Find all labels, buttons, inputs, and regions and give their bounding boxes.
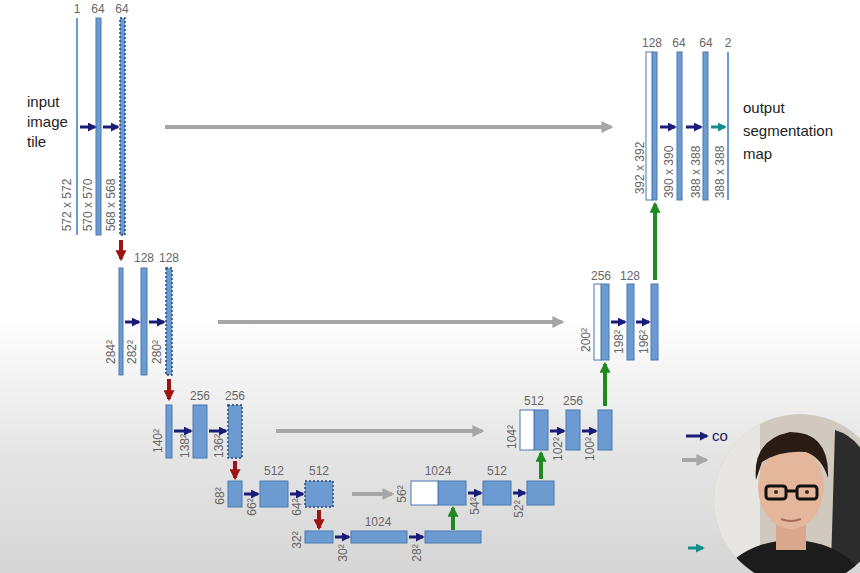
size-label: 28² xyxy=(411,544,424,561)
conv-arrows xyxy=(80,127,707,537)
size-label: 138² xyxy=(179,434,192,458)
channel-count: 2 xyxy=(725,37,732,50)
caption-label: input image tile xyxy=(27,92,73,152)
size-label: 390 x 390 xyxy=(663,146,676,199)
size-label: 64² xyxy=(291,498,304,515)
channel-count: 256 xyxy=(225,390,245,403)
size-label: 136² xyxy=(213,434,226,458)
size-label: 30² xyxy=(337,544,350,561)
channel-count: 64 xyxy=(115,3,128,16)
size-label: 198² xyxy=(613,330,626,354)
size-label: 66² xyxy=(246,498,259,515)
size-label: 196² xyxy=(638,330,651,354)
channel-count: 64 xyxy=(91,3,104,16)
size-label: 568 x 568 xyxy=(105,179,118,232)
size-label: 280² xyxy=(151,340,164,364)
size-label: 572 x 572 xyxy=(61,179,74,232)
channel-count: 512 xyxy=(524,395,544,408)
size-label: 52² xyxy=(513,500,526,517)
channel-count: 512 xyxy=(487,465,507,478)
channel-count: 128 xyxy=(159,252,179,265)
channel-count: 64 xyxy=(672,37,685,50)
size-label: 104² xyxy=(506,425,519,449)
maxpool-arrows xyxy=(121,240,319,528)
channel-count: 1024 xyxy=(425,465,452,478)
webcam-overlay xyxy=(700,400,860,573)
size-label: 32² xyxy=(291,531,304,548)
channel-count: 512 xyxy=(309,465,329,478)
size-label: 282² xyxy=(126,340,139,364)
size-label: 388 x 388 xyxy=(714,146,727,199)
channel-count: 128 xyxy=(642,37,662,50)
channel-count: 256 xyxy=(591,270,611,283)
channel-count: 256 xyxy=(190,390,210,403)
size-label: 102² xyxy=(552,437,565,461)
size-label: 68² xyxy=(214,487,227,504)
channel-count: 1 xyxy=(74,3,81,16)
size-label: 140² xyxy=(152,429,165,453)
channel-count: 128 xyxy=(620,270,640,283)
size-label: 284² xyxy=(105,340,118,364)
size-label: 392 x 392 xyxy=(634,142,647,195)
cropped-bars xyxy=(120,18,333,507)
channel-count: 512 xyxy=(264,465,284,478)
size-label: 54² xyxy=(469,497,482,514)
size-label: 56² xyxy=(396,485,409,502)
channel-count: 64 xyxy=(699,37,712,50)
channel-count: 128 xyxy=(134,252,154,265)
caption-label: output segmentation map xyxy=(743,96,855,165)
copy-crop-arrows xyxy=(165,127,706,494)
size-label: 570 x 570 xyxy=(82,179,95,232)
upconv-arrows xyxy=(453,204,655,530)
size-label: 200² xyxy=(580,328,593,352)
channel-count: 1024 xyxy=(365,516,392,529)
channel-count: 256 xyxy=(563,395,583,408)
feature-bars xyxy=(76,18,729,543)
copied-bars xyxy=(411,52,652,505)
size-label: 100² xyxy=(584,437,597,461)
legend-text: co xyxy=(712,428,728,445)
size-label: 388 x 388 xyxy=(690,146,703,199)
